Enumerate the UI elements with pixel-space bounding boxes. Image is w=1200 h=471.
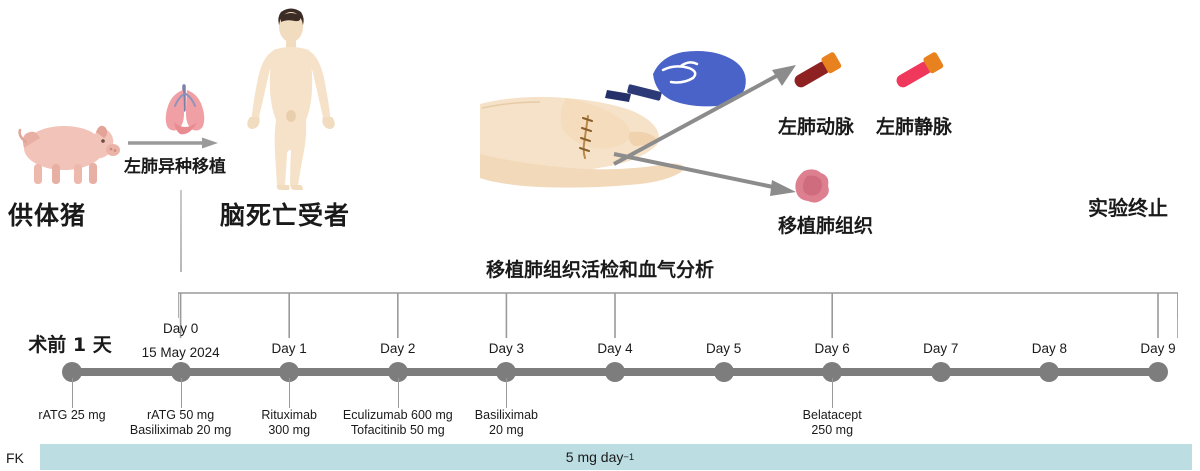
section-divider bbox=[180, 190, 182, 272]
timeline-dot[interactable] bbox=[170, 362, 191, 382]
timeline-dot[interactable] bbox=[279, 362, 300, 382]
biopsy-bracket bbox=[177, 292, 1179, 340]
transplanted-lung-tissue-label: 移植肺组织 bbox=[778, 215, 874, 237]
timeline-drug-tick bbox=[506, 378, 508, 408]
fk-dose-bar bbox=[40, 444, 1192, 470]
recipient-label: 脑死亡受者 bbox=[220, 201, 351, 230]
timeline-dot[interactable] bbox=[930, 362, 951, 382]
left-pulmonary-vein-label: 左肺静脉 bbox=[876, 116, 953, 138]
timeline-dot[interactable] bbox=[496, 362, 517, 382]
timeline-dot[interactable] bbox=[1148, 362, 1168, 382]
lung-tissue-sample-icon bbox=[792, 166, 832, 206]
biopsy-bracket-label: 移植肺组织活检和血气分析 bbox=[485, 259, 714, 281]
blood-tube-dark-icon bbox=[786, 48, 848, 94]
timeline-drug-label: rATG 25 mg bbox=[38, 408, 106, 422]
timeline-dot[interactable] bbox=[387, 362, 408, 382]
timeline-dot[interactable] bbox=[822, 362, 843, 382]
tissue-sample-arrow-icon bbox=[612, 150, 802, 198]
timeline-date-label: 15 May 2024 bbox=[141, 345, 220, 360]
timeline-day-label: Day 4 bbox=[597, 341, 633, 356]
timeline-dot[interactable] bbox=[605, 362, 625, 382]
timeline-drug-tick bbox=[832, 378, 834, 408]
timeline-day-label: Day 1 bbox=[271, 341, 307, 356]
timeline-day-label: Day 9 bbox=[1140, 341, 1176, 356]
timeline-dot[interactable] bbox=[62, 362, 82, 382]
blood-sample-arrow-icon bbox=[612, 60, 802, 168]
pig-icon bbox=[10, 108, 122, 188]
timeline-drug-tick bbox=[72, 378, 73, 408]
lungs-icon bbox=[160, 80, 212, 138]
timeline-day-label: Day 7 bbox=[923, 341, 959, 356]
human-body-icon bbox=[243, 4, 339, 190]
donor-pig-label: 供体猪 bbox=[8, 201, 87, 230]
preop-label: 术前 1 天 bbox=[28, 334, 112, 356]
xenotransplant-arrow-icon bbox=[128, 136, 218, 149]
timeline-day-label: Day 2 bbox=[380, 341, 416, 356]
timeline-drug-tick bbox=[180, 378, 182, 408]
timeline-day-label: Day 8 bbox=[1031, 341, 1068, 356]
timeline-day-label: Day 3 bbox=[488, 341, 525, 356]
blood-tube-bright-icon bbox=[888, 48, 950, 94]
xenotransplant-label: 左肺异种移植 bbox=[124, 157, 226, 177]
left-pulmonary-artery-label: 左肺动脉 bbox=[778, 116, 855, 138]
timeline-drug-tick bbox=[397, 378, 399, 408]
gloved-hand-scalpel-icon bbox=[605, 46, 755, 118]
timeline-day-label: Day 6 bbox=[814, 341, 850, 356]
fk-label: FK bbox=[6, 450, 24, 466]
experiment-termination-label: 实验终止 bbox=[1088, 196, 1168, 220]
timeline-day-label: Day 0 bbox=[162, 321, 199, 336]
timeline-dot[interactable] bbox=[1039, 362, 1060, 382]
timeline-drug-tick bbox=[289, 378, 291, 408]
timeline-dot[interactable] bbox=[713, 362, 734, 382]
timeline-day-label: Day 5 bbox=[705, 341, 742, 356]
